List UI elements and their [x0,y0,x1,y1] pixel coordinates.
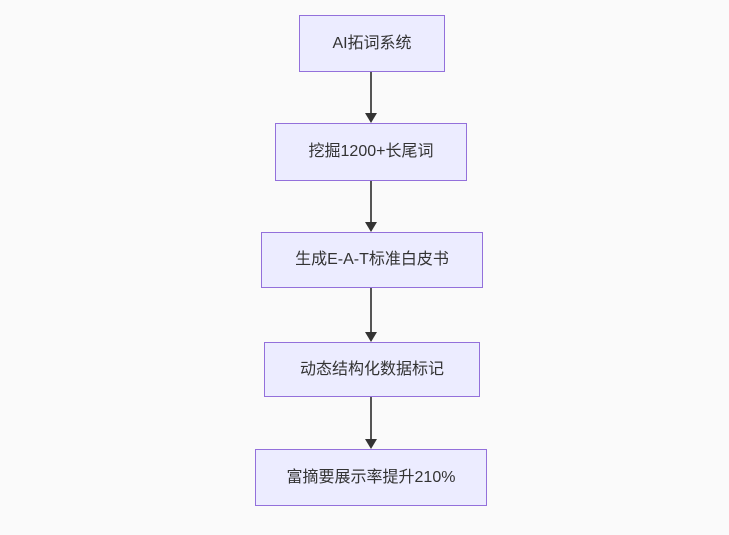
flowchart-edge-2 [365,181,377,232]
edge-line [370,397,372,439]
arrowhead-down-icon [365,222,377,232]
flowchart-edge-1 [365,72,377,123]
flowchart-edge-3 [365,288,377,342]
node-label: AI拓词系统 [332,34,412,52]
flowchart-node-structured-data: 动态结构化数据标记 [264,342,480,397]
flowchart-node-rich-snippet-result: 富摘要展示率提升210% [255,449,487,506]
flowchart-node-ai-word-system: AI拓词系统 [299,15,445,72]
flowchart-node-longtail-keywords: 挖掘1200+长尾词 [275,123,467,181]
flowchart-edge-4 [365,397,377,449]
node-label: 挖掘1200+长尾词 [308,143,434,161]
node-label: 富摘要展示率提升210% [286,468,456,486]
arrowhead-down-icon [365,439,377,449]
arrowhead-down-icon [365,332,377,342]
node-label: 动态结构化数据标记 [299,360,444,378]
edge-line [370,181,372,222]
arrowhead-down-icon [365,113,377,123]
edge-line [370,288,372,332]
edge-line [370,72,372,113]
flowchart-node-eat-whitepaper: 生成E-A-T标准白皮书 [261,232,483,288]
node-label: 生成E-A-T标准白皮书 [295,251,449,269]
